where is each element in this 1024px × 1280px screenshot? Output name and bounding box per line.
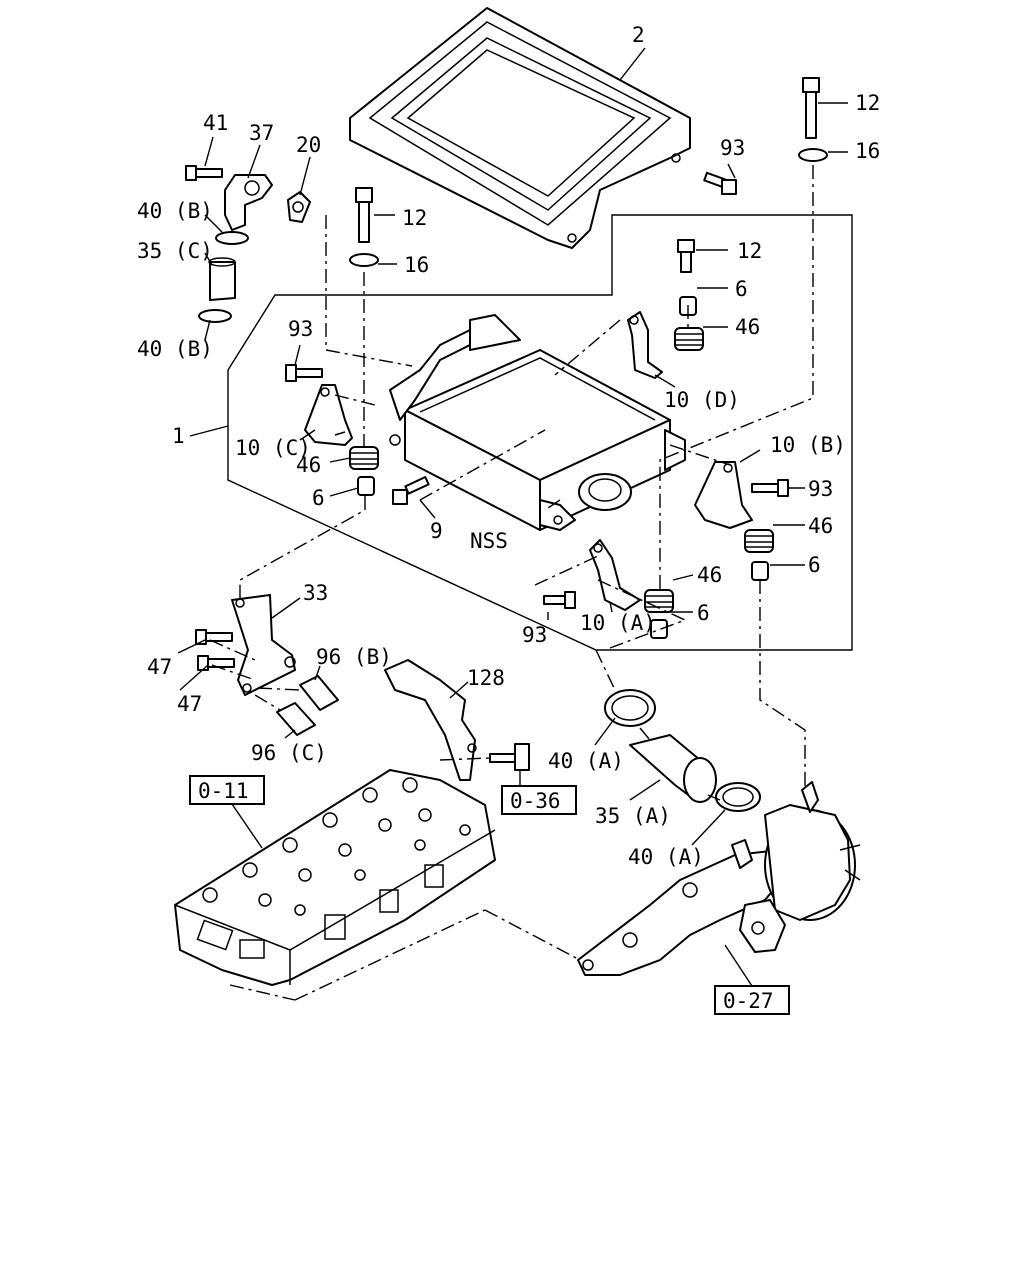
clamp-40a-lower bbox=[715, 782, 761, 812]
label-6-right: 6 bbox=[808, 553, 821, 577]
label-10b: 10 (B) bbox=[770, 433, 846, 457]
label-nss: NSS bbox=[470, 529, 508, 553]
ref-box-0-27: 0-27 bbox=[714, 944, 790, 1015]
label-37: 37 bbox=[249, 121, 274, 145]
label-41: 41 bbox=[203, 111, 228, 135]
intercooler-core bbox=[389, 314, 686, 531]
ref-label-0-27: 0-27 bbox=[723, 989, 774, 1013]
spacer-96b bbox=[299, 675, 339, 711]
label-47-lower: 47 bbox=[177, 692, 202, 716]
label-40a-upper: 40 (A) bbox=[548, 749, 624, 773]
label-6-upper: 6 bbox=[735, 277, 748, 301]
spacer-96c bbox=[276, 702, 316, 736]
label-35c: 35 (C) bbox=[137, 239, 213, 263]
part-labels: 2 12 16 93 41 37 20 40 (B) 35 (C) 40 (B)… bbox=[137, 23, 880, 869]
label-12-top: 12 bbox=[855, 91, 880, 115]
ref-box-0-11: 0-11 bbox=[189, 775, 265, 849]
bracket-10b bbox=[694, 461, 753, 529]
label-93-right: 93 bbox=[808, 477, 833, 501]
label-96b: 96 (B) bbox=[316, 645, 392, 669]
label-40b-lower: 40 (B) bbox=[137, 337, 213, 361]
label-47-upper: 47 bbox=[147, 655, 172, 679]
assembly-outline bbox=[227, 214, 853, 651]
leader-lines bbox=[177, 47, 848, 846]
label-46-lower: 46 bbox=[697, 563, 722, 587]
assembly-lines bbox=[209, 165, 814, 1001]
label-33: 33 bbox=[303, 581, 328, 605]
label-9: 9 bbox=[430, 519, 443, 543]
label-46-left: 46 bbox=[296, 453, 321, 477]
label-6-lower: 6 bbox=[697, 601, 710, 625]
label-128: 128 bbox=[467, 666, 505, 690]
label-40b-upper: 40 (B) bbox=[137, 199, 213, 223]
label-2: 2 bbox=[632, 23, 645, 47]
label-93-top: 93 bbox=[720, 136, 745, 160]
label-46-right: 46 bbox=[808, 514, 833, 538]
label-16-top: 16 bbox=[855, 139, 880, 163]
cylinder-head bbox=[174, 769, 496, 986]
label-46-upper: 46 bbox=[735, 315, 760, 339]
bolts bbox=[185, 77, 828, 771]
label-93-lower: 93 bbox=[522, 623, 547, 647]
label-10d: 10 (D) bbox=[664, 388, 740, 412]
ref-box-0-36: 0-36 bbox=[501, 770, 577, 815]
label-1: 1 bbox=[172, 424, 185, 448]
label-20: 20 bbox=[296, 133, 321, 157]
bracket-10c bbox=[304, 384, 353, 446]
hose-35c bbox=[208, 257, 236, 301]
label-35a: 35 (A) bbox=[595, 804, 671, 828]
label-93-left: 93 bbox=[288, 317, 313, 341]
ref-label-0-11: 0-11 bbox=[198, 779, 249, 803]
label-12-right: 12 bbox=[737, 239, 762, 263]
clips-40b bbox=[198, 231, 249, 323]
bracket-10a bbox=[589, 539, 641, 611]
bracket-33 bbox=[231, 594, 296, 696]
clamp-40a-upper bbox=[604, 689, 656, 727]
hose-35a bbox=[629, 734, 717, 803]
label-12-center: 12 bbox=[402, 206, 427, 230]
label-6-left: 6 bbox=[312, 486, 325, 510]
label-16-center: 16 bbox=[404, 253, 429, 277]
bracket-10d bbox=[627, 311, 663, 379]
label-40a-lower: 40 (A) bbox=[628, 845, 704, 869]
bracket-128 bbox=[384, 659, 477, 781]
gasket-20 bbox=[287, 191, 311, 223]
intake-manifold bbox=[577, 781, 861, 976]
cover-plate bbox=[349, 7, 691, 249]
label-96c: 96 (C) bbox=[251, 741, 327, 765]
water-outlet-37 bbox=[224, 174, 273, 231]
label-10a: 10 (A) bbox=[580, 611, 656, 635]
ref-label-0-36: 0-36 bbox=[510, 789, 561, 813]
label-10c: 10 (C) bbox=[235, 436, 311, 460]
